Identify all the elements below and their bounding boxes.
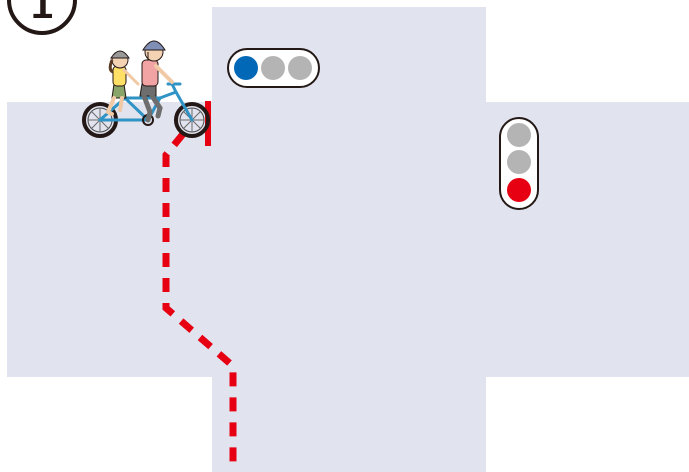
- tandem-bicycle-riders: [82, 40, 210, 138]
- traffic-light-horizontal: [227, 48, 320, 88]
- signal-lamp-off: [507, 150, 531, 174]
- signal-lamp-red: [507, 178, 531, 202]
- step-number-badge: 1: [7, 0, 77, 35]
- route-path: [162, 131, 237, 472]
- traffic-light-vertical: [499, 117, 539, 210]
- rider-front: [139, 40, 174, 123]
- road-horizontal: [7, 102, 689, 377]
- signal-lamp-off: [288, 56, 312, 80]
- step-number: 1: [31, 0, 53, 27]
- signal-lamp-blue: [234, 56, 258, 80]
- signal-lamp-off: [507, 123, 531, 147]
- rider-rear: [105, 50, 140, 116]
- signal-lamp-off: [261, 56, 285, 80]
